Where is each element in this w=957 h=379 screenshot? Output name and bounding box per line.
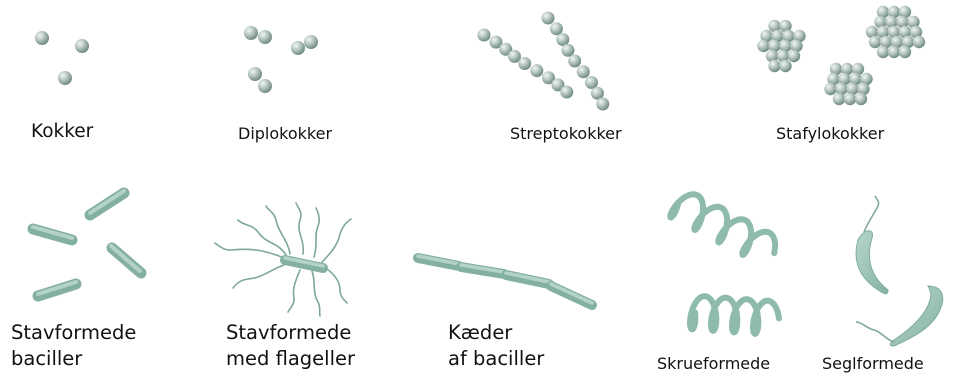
crescent-body	[890, 286, 942, 346]
rod	[551, 286, 592, 305]
coccus	[768, 60, 780, 72]
label-line: Stavformede	[226, 320, 355, 346]
flagellum	[288, 270, 300, 312]
label-stavformede-med-flageller: Stavformede med flageller	[226, 320, 355, 372]
coccus	[596, 98, 609, 111]
coccus	[518, 57, 531, 70]
flagellum	[233, 265, 284, 288]
label-stavformede-baciller: Stavformede baciller	[11, 320, 136, 372]
coccus	[788, 50, 800, 62]
skrueformede-illustration	[670, 194, 779, 333]
coccus	[577, 65, 590, 78]
coccus	[530, 64, 543, 77]
label-line: Stavformede	[11, 320, 136, 346]
label-kokker: Kokker	[31, 121, 93, 142]
label-stafylokokker: Stafylokokker	[776, 124, 884, 143]
coccus	[258, 30, 272, 44]
diplokokker-illustration	[244, 26, 318, 93]
rod-highlight	[111, 246, 140, 271]
label-kaeder-af-baciller: Kæder af baciller	[448, 320, 544, 372]
label-line: Kæder	[448, 320, 544, 346]
coccus	[561, 44, 574, 57]
coccus	[888, 46, 900, 58]
coccus	[304, 35, 318, 49]
label-seglformede: Seglformede	[822, 354, 924, 373]
coccus	[869, 36, 881, 48]
coccus	[244, 26, 258, 40]
kokker-illustration	[35, 31, 89, 85]
coccus	[779, 60, 791, 72]
label-skrueformede: Skrueformede	[657, 354, 770, 373]
coccus	[542, 12, 555, 25]
coccus	[258, 79, 272, 93]
stafylokokker-illustration	[757, 6, 925, 105]
coccus	[899, 46, 911, 58]
flagellum	[215, 243, 284, 258]
streptokokker-illustration	[478, 12, 610, 111]
crescent-body	[856, 231, 888, 294]
label-streptokokker: Streptokokker	[510, 124, 622, 143]
coccus	[877, 46, 889, 58]
flagellum	[322, 219, 351, 262]
kaeder-af-baciller-illustration	[418, 256, 592, 305]
coccus	[35, 31, 49, 45]
coccus	[844, 93, 856, 105]
spirochete	[690, 296, 779, 334]
flagellum	[324, 267, 347, 303]
spirochete	[670, 194, 775, 255]
coccus	[913, 36, 925, 48]
label-diplokokker: Diplokokker	[238, 124, 332, 143]
coccus	[560, 86, 573, 99]
coccus	[824, 83, 836, 95]
flagellum	[312, 271, 320, 316]
coccus	[291, 41, 305, 55]
coccus	[248, 67, 262, 81]
coccus	[568, 55, 581, 68]
seglformede-illustration	[856, 196, 943, 346]
coccus	[58, 71, 72, 85]
coccus	[833, 93, 845, 105]
coccus	[757, 40, 769, 52]
coccus	[855, 93, 867, 105]
coccus	[478, 29, 491, 42]
flagellum	[314, 208, 319, 257]
stavformede-med-flageller-illustration	[215, 203, 351, 316]
stavformede-baciller-illustration	[33, 191, 141, 296]
flagellum	[856, 322, 894, 342]
flagellum	[864, 196, 879, 232]
label-line: af baciller	[448, 346, 544, 372]
flagellum	[296, 203, 303, 254]
coccus	[75, 39, 89, 53]
label-line: med flageller	[226, 346, 355, 372]
label-line: baciller	[11, 346, 136, 372]
